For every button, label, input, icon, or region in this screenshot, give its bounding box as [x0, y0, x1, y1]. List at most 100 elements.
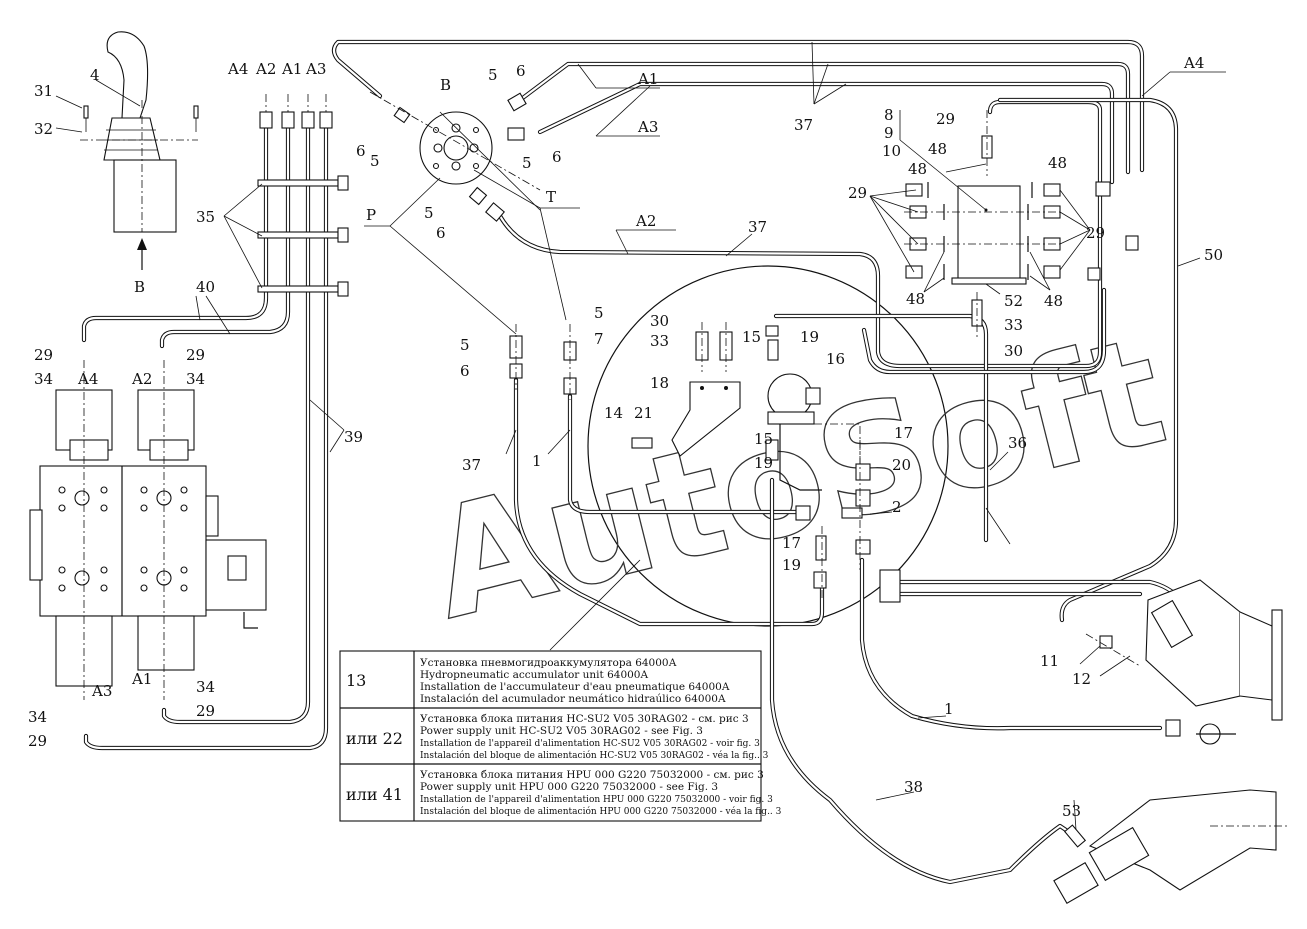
hose-40: [81, 117, 291, 349]
callout-48-d: 48: [906, 290, 925, 308]
callout-6-b: 6: [356, 142, 366, 160]
callout-52: 52: [1004, 292, 1023, 310]
callout-29-b: 29: [186, 346, 205, 364]
hoses: [81, 39, 1185, 885]
motor-53: [1053, 789, 1290, 905]
manifold-b: [369, 91, 541, 222]
valve-block: [29, 360, 267, 700]
callout-34-b: 34: [186, 370, 205, 388]
table-row-3-line-2: Power supply unit HPU 000 G220 75032000 …: [420, 781, 718, 793]
detail-contents: [631, 322, 871, 600]
pump-motor: [879, 569, 1283, 745]
callout-34-d: 34: [196, 678, 215, 696]
port-labels: B B P T A1 A3 A2 A4 A4 A2 A1 A3 A4 A2 A3…: [77, 54, 1204, 700]
callout-21: 21: [634, 404, 653, 422]
callout-30-b: 30: [650, 312, 669, 330]
table-row-1-line-1: Установка пневмогидроаккумулятора 64000А: [420, 657, 677, 669]
callout-10: 10: [882, 142, 901, 160]
callout-31: 31: [34, 82, 53, 100]
callout-37-c: 37: [462, 456, 481, 474]
callout-6-a: 6: [516, 62, 526, 80]
accumulator-fittings: [904, 110, 1139, 281]
bundle-top-fittings: [259, 94, 333, 129]
table-row-3-number: или 41: [346, 785, 403, 804]
callout-36: 36: [1008, 434, 1027, 452]
callout-2: 2: [892, 498, 902, 516]
joystick: [80, 31, 199, 270]
table-row-2-line-3: Installation de l'appareil d'alimentatio…: [420, 739, 760, 749]
callout-6-d: 6: [436, 224, 446, 242]
port-p-label: P: [366, 206, 376, 224]
valve-a3-label: A3: [91, 682, 112, 700]
fittings-pt: [509, 324, 577, 400]
callout-48-e: 48: [1044, 292, 1063, 310]
callout-5-f: 5: [460, 336, 470, 354]
callout-20: 20: [892, 456, 911, 474]
callout-5-c: 5: [522, 154, 532, 172]
line-a1-label: A1: [637, 70, 658, 88]
table-row-2-line-2: Power supply unit HC-SU2 V05 30RAG02 - s…: [420, 725, 703, 737]
table-row-1-line-4: Instalación del acumulador neumático hid…: [420, 693, 726, 705]
leader-lines: [55, 41, 1226, 831]
callout-5-d: 5: [424, 204, 434, 222]
callout-18: 18: [650, 374, 669, 392]
callout-7: 7: [594, 330, 604, 348]
top-a3-label: A3: [305, 60, 326, 78]
valve-a4-label: A4: [77, 370, 98, 388]
callout-11: 11: [1040, 652, 1059, 670]
callout-48-a: 48: [928, 140, 947, 158]
callout-1-a: 1: [532, 452, 542, 470]
callout-29-a: 29: [34, 346, 53, 364]
callout-19-a: 19: [800, 328, 819, 346]
hose-a4-top: [331, 39, 1145, 173]
callout-29-e: 29: [936, 110, 955, 128]
callout-4: 4: [90, 66, 100, 84]
valve-a1-label: A1: [131, 670, 152, 688]
callouts: 4 31 32 35 40 39 29 34 29 34 34 29 34 29…: [28, 62, 1223, 820]
hose-50: [997, 97, 1179, 623]
callout-15-a: 15: [742, 328, 761, 346]
hose-38: [769, 477, 1075, 885]
line-a4-label: A4: [1183, 54, 1204, 72]
callout-8: 8: [884, 106, 894, 124]
callout-29-c: 29: [28, 732, 47, 750]
hose-39: [83, 117, 329, 751]
pipe-motor: [897, 579, 1185, 603]
callout-35: 35: [196, 208, 215, 226]
callout-12: 12: [1072, 670, 1091, 688]
table-row-1-line-3: Installation de l'accumulateur d'eau pne…: [420, 681, 730, 693]
callout-34-a: 34: [34, 370, 53, 388]
callout-48-c: 48: [1048, 154, 1067, 172]
callout-19-b: 19: [754, 454, 773, 472]
callout-37-b: 37: [748, 218, 767, 236]
port-b-arrow-label: B: [134, 278, 145, 296]
line-a3-label: A3: [637, 118, 658, 136]
table-row-3-line-4: Instalación del bloque de alimentación H…: [420, 806, 782, 817]
callout-34-c: 34: [28, 708, 47, 726]
callout-30-a: 30: [1004, 342, 1023, 360]
callout-6-e: 6: [460, 362, 470, 380]
table-row-2-line-4: Instalación del bloque de alimentación H…: [420, 750, 769, 761]
hose-a3: [537, 81, 1115, 185]
table-row-1-number: 13: [346, 671, 366, 690]
callout-17-a: 17: [894, 424, 913, 442]
callout-29-d: 29: [196, 702, 215, 720]
hose-1-lower: [859, 557, 1163, 731]
callout-29-g: 29: [1086, 224, 1105, 242]
line-a2-label: A2: [635, 212, 656, 230]
top-a2-label: A2: [255, 60, 276, 78]
top-a1-label: A1: [281, 60, 302, 78]
table-row-2-number: или 22: [346, 729, 403, 748]
clamps-35: [257, 175, 349, 297]
callout-50: 50: [1204, 246, 1223, 264]
callout-38: 38: [904, 778, 923, 796]
valve-a2-label: A2: [131, 370, 152, 388]
valve-ports: [58, 486, 188, 592]
callout-5-b: 5: [370, 152, 380, 170]
callout-14: 14: [604, 404, 623, 422]
callout-33-a: 33: [1004, 316, 1023, 334]
callout-6-c: 6: [552, 148, 562, 166]
callout-19-c: 19: [782, 556, 801, 574]
callout-48-b: 48: [908, 160, 927, 178]
callout-32: 32: [34, 120, 53, 138]
